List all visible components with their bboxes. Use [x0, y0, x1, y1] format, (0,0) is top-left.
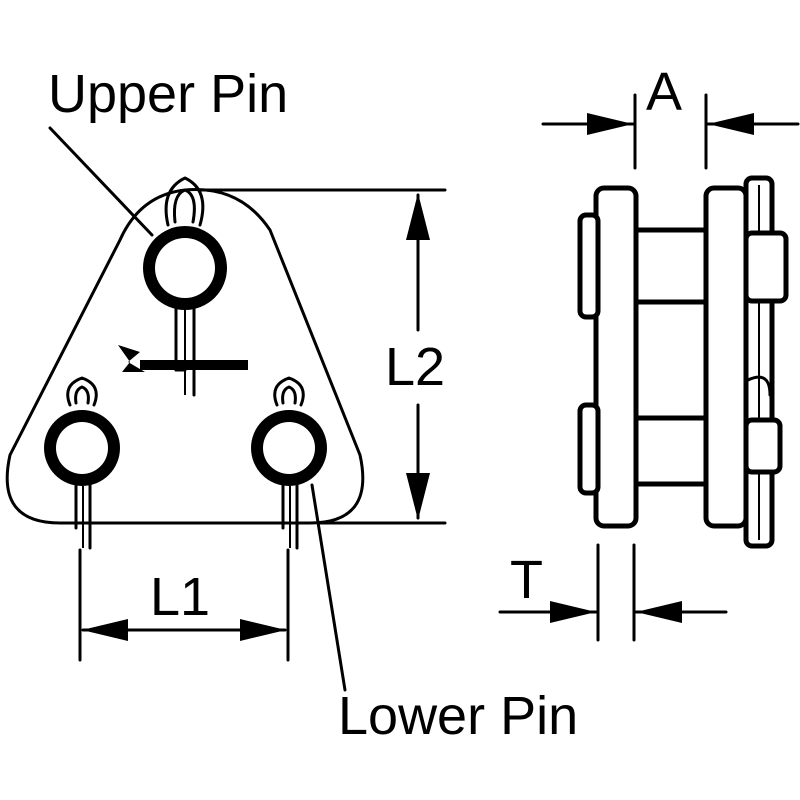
- lower-left-pin: [44, 376, 120, 550]
- lower-pin-leader: [310, 483, 347, 692]
- a-dimension: [541, 93, 800, 170]
- left-side-plate: [593, 185, 639, 529]
- a-label: A: [646, 62, 682, 122]
- lower-right-pin: [251, 376, 327, 550]
- upper-pin-leader: [48, 126, 154, 237]
- upper-pin-label: Upper Pin: [48, 64, 288, 124]
- lower-connector: [633, 415, 709, 487]
- lower-pin-label: Lower Pin: [338, 686, 578, 746]
- l1-label: L1: [150, 567, 210, 627]
- t-label: T: [510, 550, 543, 610]
- upper-connector: [633, 227, 709, 305]
- side-view: [498, 93, 800, 642]
- l1-dimension: [78, 548, 290, 662]
- front-view: [5, 126, 447, 692]
- l2-dimension: [198, 188, 447, 525]
- t-dimension: [498, 543, 728, 642]
- right-side-plate: [703, 185, 749, 529]
- side-cotter-pins: [743, 175, 789, 549]
- l2-label: L2: [385, 337, 445, 397]
- logo-mark: [118, 345, 248, 372]
- upper-pin: [143, 176, 227, 397]
